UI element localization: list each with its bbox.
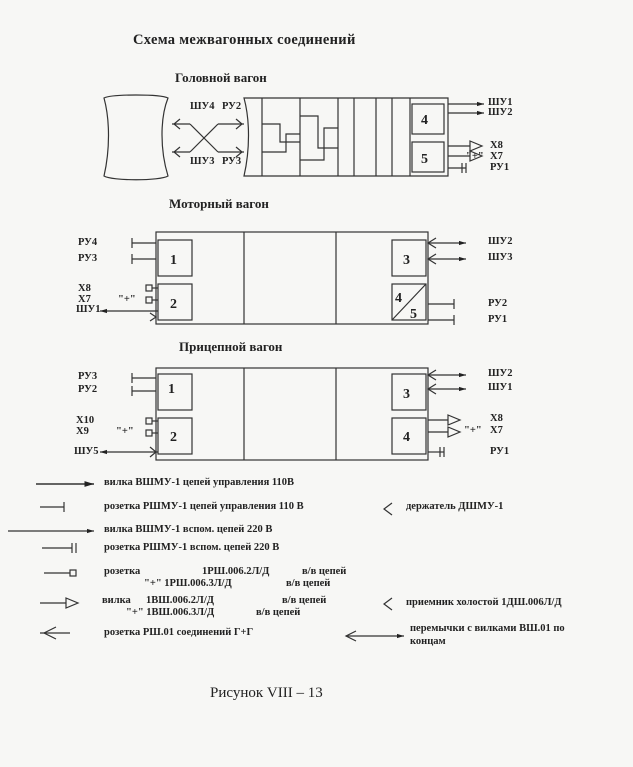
head-car-title: Головной вагон xyxy=(175,70,267,85)
motor-label-shu2: ШУ2 xyxy=(488,236,513,247)
head-label-x7: Х7 xyxy=(490,151,503,162)
trailer-car-body xyxy=(155,367,429,461)
motor-label-ru4: РУ4 xyxy=(78,237,98,248)
head-label-ru2: РУ2 xyxy=(222,101,242,112)
head-label-plus: "+" xyxy=(466,151,484,162)
legend-rshmu-110: розетка РШМУ-1 цепей управления 110 В xyxy=(104,501,304,512)
motor-block-1: 1 xyxy=(170,253,177,268)
trailer-label-ru1: РУ1 xyxy=(490,446,510,457)
trailer-label-x7: Х7 xyxy=(490,425,503,436)
motor-car-body xyxy=(155,231,429,325)
trailer-label-shu1: ШУ1 xyxy=(488,382,513,393)
legend-vshmu-220: вилка ВШМУ-1 вспом. цепей 220 В xyxy=(104,524,273,535)
legend-socket-note1: в/в цепей xyxy=(302,566,347,577)
motor-label-shu1: ШУ1 xyxy=(76,304,101,315)
trailer-block-1: 1 xyxy=(168,382,175,397)
motor-label-x8: Х8 xyxy=(78,283,91,294)
trailer-label-shu5: ШУ5 xyxy=(74,446,99,457)
motor-block-3: 3 xyxy=(403,253,410,268)
trailer-label-x9: Х9 xyxy=(76,426,89,437)
legend-plug-code1: 1ВШ.006.2Л/Д xyxy=(146,595,214,606)
motor-label-ru1: РУ1 xyxy=(488,314,508,325)
head-block-4: 4 xyxy=(421,113,428,128)
legend-rsh01: розетка РШ.01 соединений Г+Г xyxy=(104,627,254,638)
trailer-label-ru2: РУ2 xyxy=(78,384,98,395)
legend-vshmu-110: вилка ВШМУ-1 цепей управления 110В xyxy=(104,477,295,488)
trailer-block-2: 2 xyxy=(170,430,177,445)
trailer-label-x8: Х8 xyxy=(490,413,503,424)
head-car-body xyxy=(243,97,449,177)
head-block-5: 5 xyxy=(421,152,428,167)
legend-plug-note1: в/в цепей xyxy=(282,595,327,606)
diagram-title: Схема межвагонных соединений xyxy=(133,32,356,48)
head-crossed-cables xyxy=(172,118,244,158)
trailer-label-ru3: РУ3 xyxy=(78,371,98,382)
legend-holder: держатель ДШМУ-1 xyxy=(406,501,504,512)
motor-label-ru3: РУ3 xyxy=(78,253,98,264)
legend-socket-note2: в/в цепей xyxy=(286,578,331,589)
head-label-ru1: РУ1 xyxy=(490,162,510,173)
legend-jumper-line2: концам xyxy=(410,636,446,647)
trailer-label-x10: Х10 xyxy=(76,415,95,426)
legend-rshmu-220: розетка РШМУ-1 вспом. цепей 220 В xyxy=(104,542,280,553)
motor-label-shu3: ШУ3 xyxy=(488,252,513,263)
trailer-car-title: Прицепной вагон xyxy=(179,339,283,354)
trailer-block-4: 4 xyxy=(403,430,410,445)
figure-caption: Рисунок VIII – 13 xyxy=(210,685,323,701)
legend-jumper-line1: перемычки с вилками ВШ.01 по xyxy=(410,623,565,634)
legend-socket-code1: 1РШ.006.2Л/Д xyxy=(202,566,270,577)
motor-label-plus: "+" xyxy=(118,294,136,305)
head-label-shu4: ШУ4 xyxy=(190,101,215,112)
legend-socket-code2: "+" 1РШ.006.3Л/Д xyxy=(144,578,232,589)
trailer-block-3: 3 xyxy=(403,387,410,402)
trailer-label-plus2: "+" xyxy=(464,425,482,436)
motor-label-ru2: РУ2 xyxy=(488,298,508,309)
legend-plug-word: вилка xyxy=(102,595,131,606)
trailer-label-shu2: ШУ2 xyxy=(488,368,513,379)
head-label-shu1: ШУ1 xyxy=(488,97,513,108)
legend-receiver: приемник холостой 1ДШ.006Л/Д xyxy=(406,597,562,608)
legend-plug-code2: "+" 1ВШ.006.3Л/Д xyxy=(126,607,215,618)
motor-label-x7: Х7 xyxy=(78,294,91,305)
motor-block-4: 4 xyxy=(395,291,402,306)
head-car-end-outline xyxy=(103,94,169,181)
legend-plug-note2: в/в цепей xyxy=(256,607,301,618)
head-label-ru3: РУ3 xyxy=(222,156,242,167)
motor-block-5: 5 xyxy=(410,307,417,322)
head-label-shu3: ШУ3 xyxy=(190,156,215,167)
motor-block-2: 2 xyxy=(170,297,177,312)
motor-car-title: Моторный вагон xyxy=(169,196,269,211)
trailer-label-plus: "+" xyxy=(116,426,134,437)
head-label-shu2: ШУ2 xyxy=(488,107,513,118)
legend-socket-word: розетка xyxy=(104,566,141,577)
head-label-x8: Х8 xyxy=(490,140,503,151)
